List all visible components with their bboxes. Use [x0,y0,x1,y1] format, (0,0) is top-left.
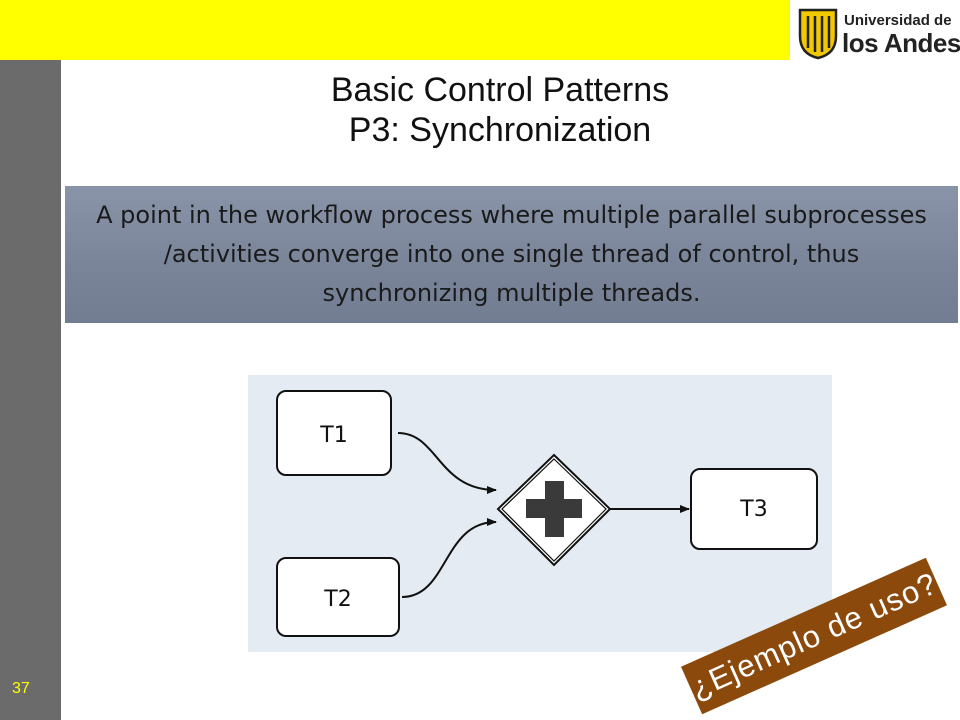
task-t2: T2 [276,557,400,637]
task-t1-label: T1 [319,423,347,448]
university-crest-icon [798,8,838,60]
synchronization-diagram: T1 T2 T3 [248,375,832,652]
task-t3-label: T3 [739,497,767,522]
task-t2-label: T2 [323,587,351,612]
logo-text-line1: Universidad de [844,12,952,29]
parallel-gateway-plus-icon [496,453,612,567]
university-logo: Universidad de los Andes [796,8,960,60]
side-banner [0,60,61,720]
title-line1: Basic Control Patterns [330,71,670,109]
definition-text: A point in the workflow process where mu… [96,201,927,307]
top-banner [0,0,790,60]
flow-t2-to-gateway [401,518,497,598]
page-number: 37 [12,680,30,697]
slide-title: Basic Control Patterns P3: Synchronizati… [230,70,770,150]
flow-t1-to-gateway [397,432,497,494]
task-t1: T1 [276,390,392,476]
definition-box: A point in the workflow process where mu… [65,186,958,323]
logo-text-line2: los Andes [842,28,960,58]
task-t3: T3 [690,468,818,550]
diagram-canvas: T1 T2 T3 [276,390,818,637]
title-line2: P3: Synchronization [348,111,652,149]
